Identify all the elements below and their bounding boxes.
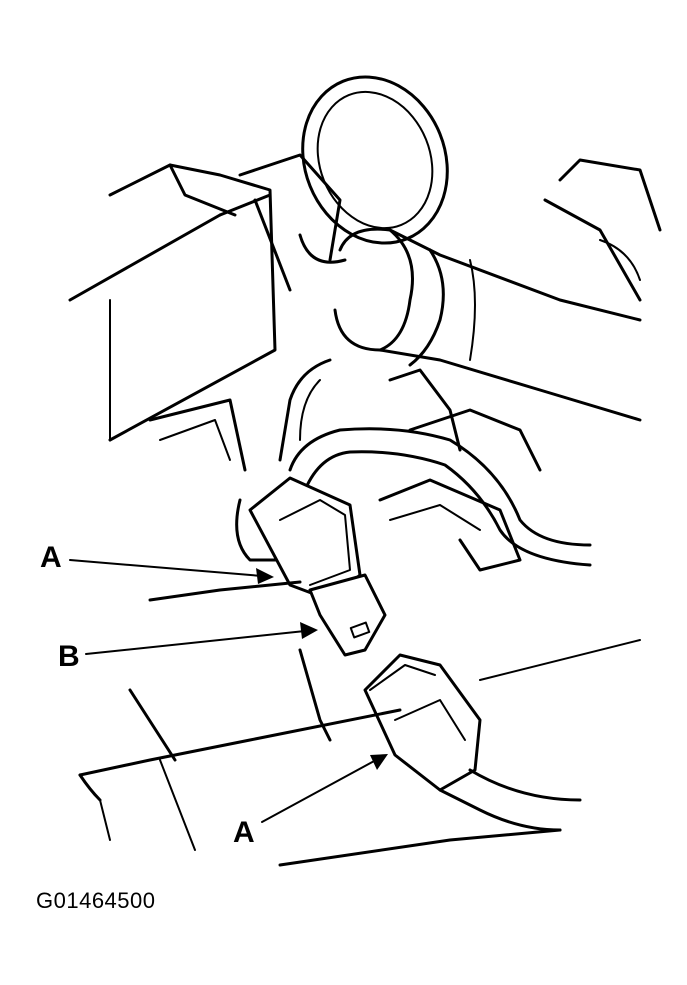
canister-cap [238, 75, 449, 292]
callout-a-upper-connector: A [40, 541, 62, 574]
leader-arrows [69, 559, 388, 823]
upper-housing [68, 163, 277, 472]
large-hose [333, 158, 662, 422]
central-body [235, 358, 542, 572]
figure-id: G01464500 [36, 888, 156, 913]
sensor-b [248, 476, 387, 657]
lower-connector [363, 653, 582, 832]
sensor-cable [288, 427, 592, 567]
callout-b-sensor: B [58, 640, 80, 673]
lower-pipe [78, 580, 641, 867]
callout-a-lower-connector: A [233, 816, 255, 849]
